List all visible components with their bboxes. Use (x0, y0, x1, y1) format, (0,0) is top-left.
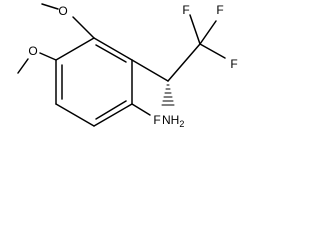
molecule-svg: O O F F F F NH2 (17, 3, 238, 129)
oxygen-top-label: O (58, 4, 67, 18)
fluorine-cf3-a-label: F (182, 3, 189, 17)
amine-nh: NH (162, 113, 179, 127)
ring-double-bond-1 (95, 44, 127, 63)
bond-ring-fluorine (131, 103, 151, 116)
bond-cf3-fluorine-a (189, 14, 201, 45)
fluorine-ring-label: F (153, 113, 160, 127)
bond-ring-o-top (72, 16, 95, 39)
bond-ring-o-left (39, 52, 57, 61)
structure-diagram: O O F F F F NH2 (0, 0, 245, 154)
amine-label: NH2 (162, 113, 184, 129)
ring-double-bond-2 (95, 100, 127, 120)
bond-o-left-methyl (17, 58, 29, 74)
bond-chiral-cf3-carbon (167, 43, 201, 82)
amine-subscript: 2 (179, 119, 184, 129)
stereo-hashed-wedge (161, 84, 175, 106)
ring-bond-1 (93, 37, 133, 61)
oxygen-left-label: O (28, 44, 37, 58)
ring-bond-6 (55, 37, 95, 61)
fluorine-cf3-b-label: F (216, 3, 223, 17)
bond-o-top-methyl (41, 3, 59, 10)
ring-bond-3 (93, 103, 133, 127)
bond-cf3-fluorine-b (199, 20, 217, 45)
ring-bond-4 (55, 103, 95, 127)
fluorine-cf3-c-label: F (230, 57, 237, 71)
bond-ring-chiral-carbon (131, 59, 169, 82)
bond-cf3-fluorine-c (199, 43, 226, 59)
